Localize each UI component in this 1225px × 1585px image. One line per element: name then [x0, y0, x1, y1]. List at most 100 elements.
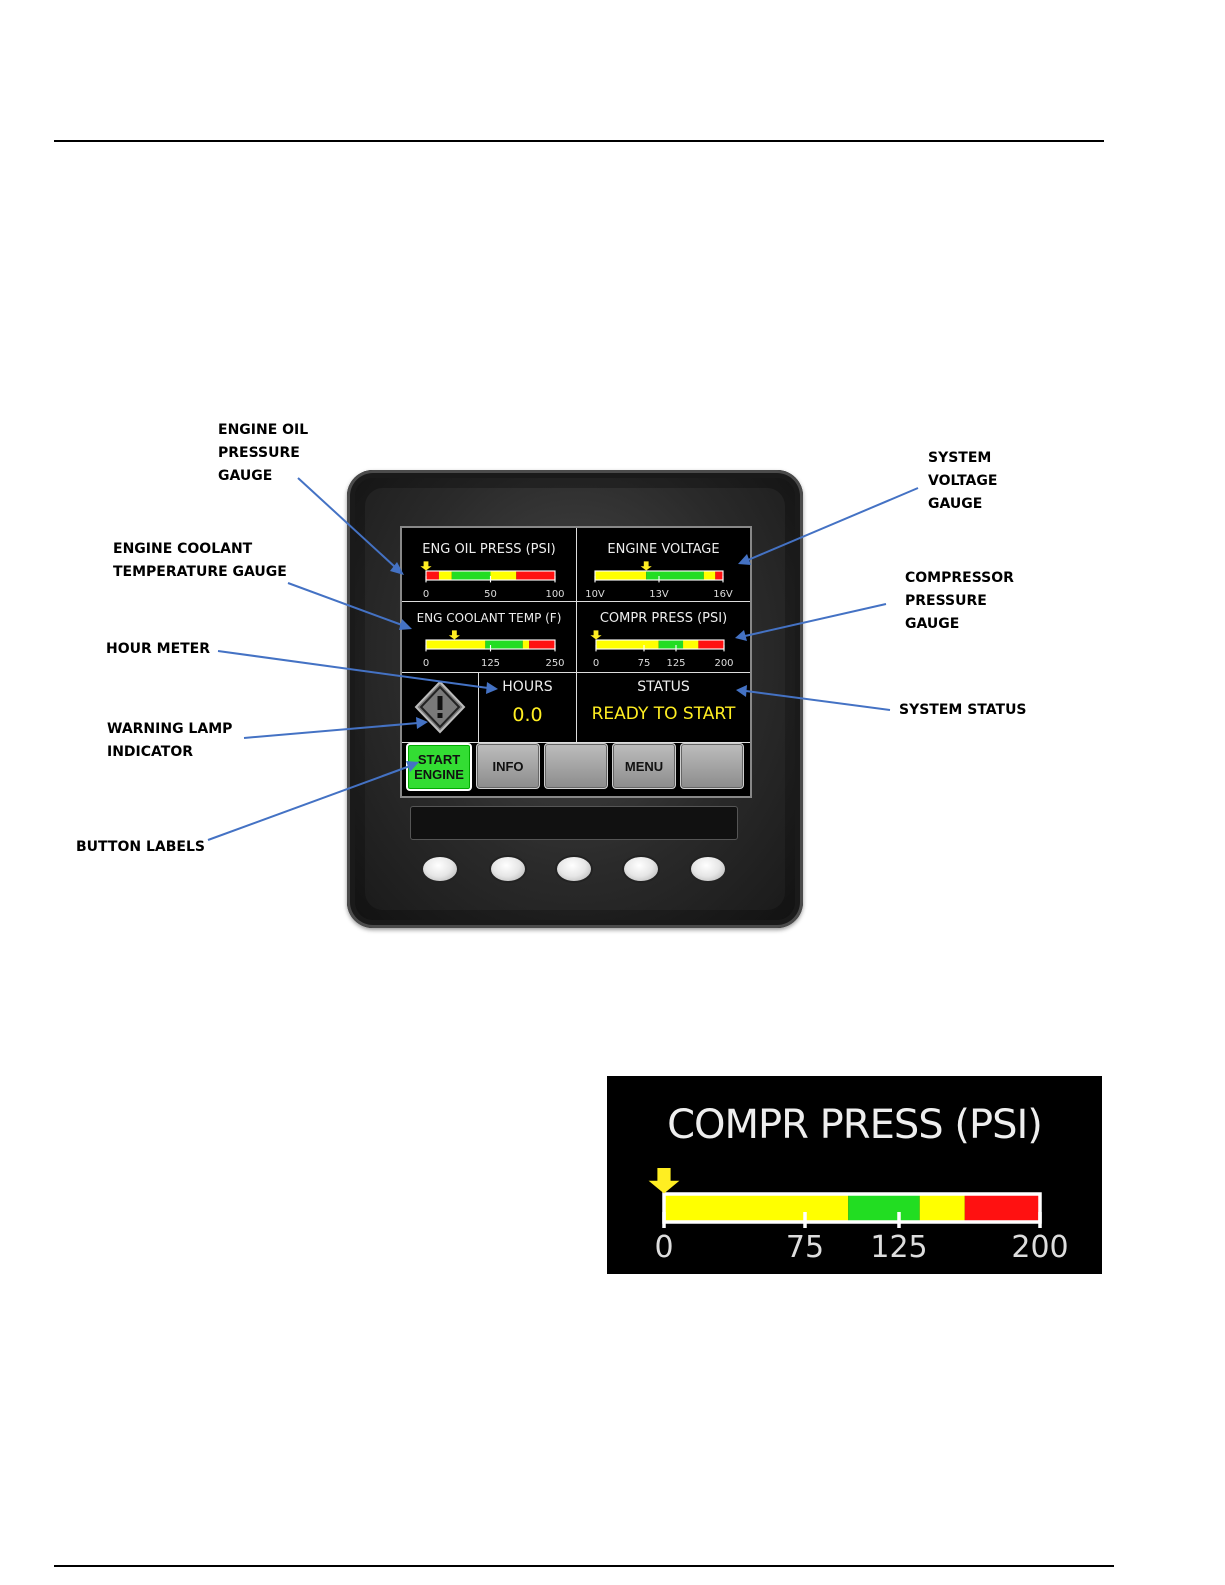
coolant-tick-label: 0 — [422, 658, 430, 669]
detail-gauge-segment-red — [964, 1194, 1040, 1222]
leader-voltage — [747, 487, 919, 561]
coolant-gauge-segment-red — [529, 640, 555, 649]
compressor-gauge-frame — [595, 639, 725, 650]
arrowhead-status — [736, 685, 747, 697]
softkey-menu[interactable]: MENU — [612, 743, 676, 789]
arrowhead-hour — [486, 682, 498, 694]
grid-horizontal-1 — [402, 601, 750, 602]
hardware-button-1[interactable] — [421, 855, 459, 883]
callout-system-voltage: SYSTEM VOLTAGE GAUGE — [928, 450, 998, 512]
oil-tick-label: 50 — [484, 589, 497, 600]
compressor-gauge-segment-yellow — [683, 640, 699, 649]
leader-status — [745, 690, 891, 711]
callout-button-labels: BUTTON LABELS — [76, 839, 205, 855]
voltage-gauge-segment-yellow — [703, 571, 716, 580]
detail-tick-label: 200 — [1011, 1230, 1069, 1265]
oil-pressure-gauge: ENG OIL PRESS (PSI) 0 50 100 — [402, 528, 576, 601]
callout-engine-coolant: ENGINE COOLANT TEMPERATURE GAUGE — [113, 541, 287, 580]
oil-gauge-title: ENG OIL PRESS (PSI) — [422, 542, 556, 557]
detail-tick-label: 75 — [785, 1230, 825, 1265]
hardware-button-5[interactable] — [689, 855, 727, 883]
oil-tick-label: 100 — [545, 589, 565, 600]
leader-compressor — [744, 603, 887, 637]
warning-lamp-indicator — [402, 673, 478, 742]
detail-gauge-frame — [662, 1192, 1042, 1224]
coolant-gauge-segment-green — [485, 640, 523, 649]
arrowhead-compressor — [735, 630, 747, 641]
oil-gauge-segment-yellow — [438, 571, 452, 580]
leader-coolant — [287, 582, 403, 626]
softkey-info[interactable]: INFO — [476, 743, 540, 789]
detail-gauge-segment-green — [848, 1194, 920, 1222]
oil-tick-label: 0 — [422, 589, 430, 600]
oil-gauge-pointer-arrow — [420, 561, 432, 571]
grid-vertical-bottom-mid — [576, 672, 577, 742]
status-label: STATUS — [637, 679, 690, 695]
top-rule — [54, 140, 1104, 142]
callout-hour-meter: HOUR METER — [106, 641, 211, 657]
softkey-blank-2[interactable] — [680, 743, 744, 789]
system-status: STATUS READY TO START — [577, 673, 750, 742]
hardware-button-4[interactable] — [622, 855, 660, 883]
arrowhead-warning — [416, 717, 428, 729]
leader-buttons — [207, 765, 411, 841]
leader-warning — [243, 722, 419, 739]
grid-horizontal-3 — [402, 742, 750, 743]
coolant-tick-label: 125 — [480, 658, 501, 669]
compressor-gauge-segment-green — [658, 640, 684, 649]
label-slot — [410, 806, 738, 840]
arrowhead-oil — [390, 562, 404, 575]
leader-oil — [297, 477, 396, 568]
compressor-tick-label: 0 — [592, 658, 600, 669]
grid-vertical-bottom-left — [478, 672, 479, 742]
detail-tick-label: 125 — [870, 1230, 928, 1265]
compressor-gauge-title: COMPR PRESS (PSI) — [599, 611, 728, 626]
bottom-rule — [54, 1565, 1114, 1567]
coolant-gauge-title: ENG COOLANT TEMP (F) — [416, 611, 562, 625]
callout-engine-oil-pressure: ENGINE OIL PRESSURE GAUGE — [218, 422, 309, 484]
hours-label: HOURS — [502, 679, 553, 695]
detail-gauge-segment-yellow — [919, 1194, 965, 1222]
oil-gauge-segment-red — [426, 571, 439, 580]
oil-gauge-bar — [420, 561, 556, 583]
status-value: READY TO START — [591, 704, 736, 724]
compressor-gauge-segment-yellow — [596, 640, 659, 649]
arrowhead-buttons — [406, 761, 419, 772]
compressor-tick-label: 200 — [714, 658, 734, 669]
callout-system-status: SYSTEM STATUS — [899, 702, 1027, 718]
grid-vertical-top — [576, 528, 577, 672]
detail-gauge-pointer-arrow — [648, 1168, 680, 1194]
compressor-gauge-pointer-arrow — [590, 630, 602, 640]
coolant-gauge-pointer-arrow — [448, 630, 460, 640]
detail-gauge-bar — [648, 1168, 1042, 1228]
warning-diamond-icon — [414, 680, 466, 734]
hardware-button-3[interactable] — [555, 855, 593, 883]
callout-compressor-pressure: COMPRESSOR PRESSURE GAUGE — [905, 570, 1014, 632]
coolant-gauge-segment-yellow — [426, 640, 486, 649]
leader-hour — [217, 650, 489, 689]
voltage-gauge-segment-red — [715, 571, 723, 580]
hour-meter: HOURS 0.0 — [479, 673, 576, 742]
hardware-button-2[interactable] — [489, 855, 527, 883]
voltage-tick-label: 10V — [585, 589, 605, 600]
compressor-tick-label: 75 — [637, 658, 651, 669]
softkey-blank-1[interactable] — [544, 743, 608, 789]
voltage-gauge-pointer-arrow — [640, 561, 652, 571]
voltage-gauge-segment-green — [646, 571, 704, 580]
compressor-gauge-bar — [590, 630, 725, 652]
voltage-gauge-bar — [594, 561, 724, 583]
compressor-tick-label: 125 — [666, 658, 686, 669]
arrowhead-coolant — [399, 619, 412, 630]
detail-tick-label: 0 — [654, 1230, 674, 1265]
detail-gauge-segment-yellow — [664, 1194, 849, 1222]
oil-gauge-segment-yellow — [490, 571, 517, 580]
voltage-tick-label: 16V — [713, 589, 733, 600]
callout-warning-lamp: WARNING LAMP INDICATOR — [107, 721, 233, 760]
oil-gauge-segment-green — [451, 571, 491, 580]
